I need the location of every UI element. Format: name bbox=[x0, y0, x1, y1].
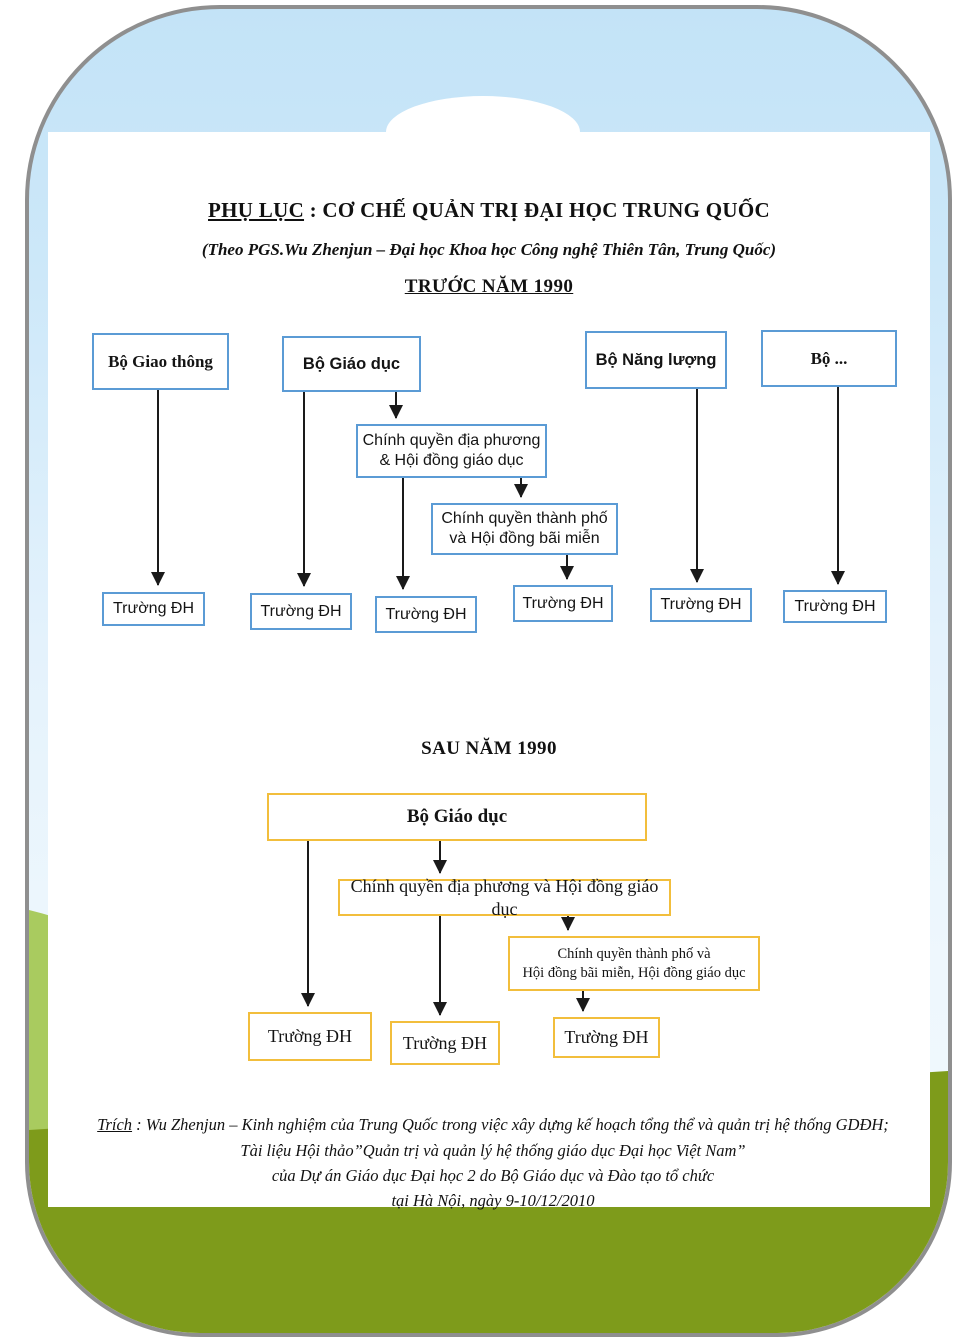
box2-university-3: Trường ĐH bbox=[553, 1017, 660, 1058]
box-local-government: Chính quyền địa phương & Hội đồng giáo d… bbox=[356, 424, 547, 478]
box-city-government-line2: và Hội đồng bãi miễn bbox=[449, 530, 600, 547]
page-title: PHỤ LỤC : CƠ CHẾ QUẢN TRỊ ĐẠI HỌC TRUNG … bbox=[48, 198, 930, 223]
citation-line-3: của Dự án Giáo dục Đại học 2 do Bộ Giáo … bbox=[271, 1166, 715, 1185]
box-city-government-line1: Chính quyền thành phố bbox=[441, 510, 608, 527]
box-university-5: Trường ĐH bbox=[650, 588, 752, 622]
citation-line-4: tại Hà Nội, ngày 9-10/12/2010 bbox=[391, 1191, 595, 1210]
page-subtitle: (Theo PGS.Wu Zhenjun – Đại học Khoa học … bbox=[201, 240, 777, 259]
citation-trich-label: Trích bbox=[97, 1115, 133, 1134]
citation-line-1-rest: : Wu Zhenjun – Kinh nghiệm của Trung Quố… bbox=[132, 1115, 889, 1134]
box-university-2: Trường ĐH bbox=[250, 593, 352, 630]
heading-before-1990: TRƯỚC NĂM 1990 bbox=[404, 276, 574, 297]
box2-ministry-education: Bộ Giáo dục bbox=[267, 793, 647, 841]
box2-city-government-line1: Chính quyền thành phố và bbox=[557, 946, 711, 963]
box2-city-government-line2: Hội đồng bãi miễn, Hội đồng giáo dục bbox=[522, 964, 746, 981]
page-title-rest: : CƠ CHẾ QUẢN TRỊ ĐẠI HỌC TRUNG QUỐC bbox=[304, 198, 770, 222]
box-city-government: Chính quyền thành phố và Hội đồng bãi mi… bbox=[431, 503, 618, 555]
box2-local-government: Chính quyền địa phương và Hội đồng giáo … bbox=[338, 876, 671, 919]
box-university-6: Trường ĐH bbox=[783, 590, 887, 623]
box-university-3: Trường ĐH bbox=[375, 596, 477, 633]
box-university-1: Trường ĐH bbox=[102, 592, 205, 626]
box-ministry-energy: Bộ Năng lượng bbox=[585, 331, 727, 389]
box2-city-government: Chính quyền thành phố và Hội đồng bãi mi… bbox=[508, 936, 760, 991]
page-title-appendix: PHỤ LỤC bbox=[208, 198, 305, 222]
heading-after-1990: SAU NĂM 1990 bbox=[421, 738, 557, 759]
citation-line-2: Tài liệu Hội thảo”Quản trị và quản lý hệ… bbox=[240, 1141, 746, 1160]
slide-frame bbox=[25, 5, 952, 1337]
box-local-government-line2: & Hội đồng giáo dục bbox=[379, 452, 524, 469]
box-local-government-line1: Chính quyền địa phương bbox=[362, 432, 541, 449]
box-university-4: Trường ĐH bbox=[513, 585, 613, 622]
box2-university-2: Trường ĐH bbox=[390, 1021, 500, 1065]
box-ministry-education: Bộ Giáo dục bbox=[282, 336, 421, 392]
box2-university-1: Trường ĐH bbox=[248, 1012, 372, 1061]
box-ministry-other: Bộ ... bbox=[761, 330, 897, 387]
citation-line-1: Trích : Wu Zhenjun – Kinh nghiệm của Tru… bbox=[48, 1115, 938, 1135]
box-ministry-transport: Bộ Giao thông bbox=[92, 333, 229, 390]
